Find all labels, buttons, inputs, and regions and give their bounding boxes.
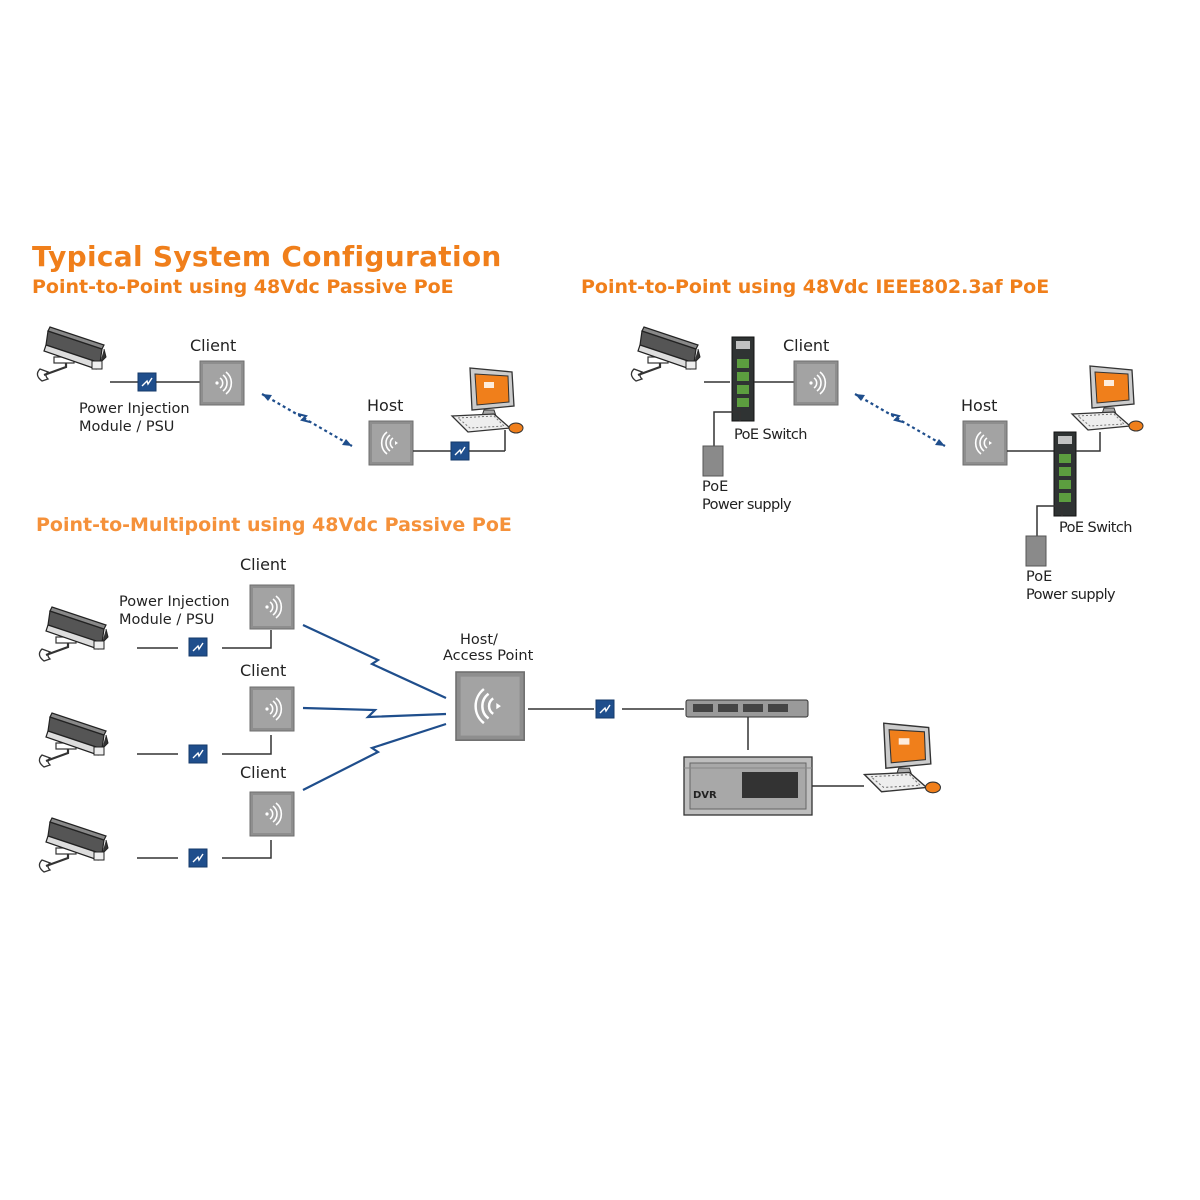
- power-injection-module-icon: [137, 372, 157, 392]
- injector-label-line2: Module / PSU: [79, 419, 175, 435]
- client-label: Client: [190, 336, 237, 355]
- host-radio-icon: [368, 420, 414, 466]
- ip-camera-icon: [38, 816, 110, 874]
- ip-camera-icon: [36, 325, 108, 383]
- poe-switch-label-host: PoE Switch: [1059, 520, 1132, 536]
- host-label: Host: [961, 396, 998, 415]
- host-label: Host: [367, 396, 404, 415]
- poe-power-supply-icon: [702, 445, 724, 477]
- ip-camera-icon: [38, 605, 110, 663]
- ip-camera-icon: [38, 711, 110, 769]
- poe-psu-label-client-line1: PoE: [702, 479, 729, 495]
- injector-label-line1: Power Injection: [79, 401, 190, 417]
- power-injection-module-icon: [188, 637, 208, 657]
- ip-camera-icon: [630, 325, 702, 383]
- client-radio-icon: [199, 360, 245, 406]
- client-radio-icon: [249, 791, 295, 837]
- poe-psu-label-host-line2: Power supply: [1026, 587, 1116, 603]
- wireless-link-icon: [302, 624, 447, 699]
- client-label-1: Client: [240, 555, 287, 574]
- p2p-af-diagram: [630, 325, 1144, 567]
- power-injection-module-icon: [450, 441, 470, 461]
- power-injection-module-icon: [595, 699, 615, 719]
- client-radio-icon: [249, 686, 295, 732]
- access-point-radio-icon: [454, 670, 526, 742]
- section-title-p2mp: Point-to-Multipoint using 48Vdc Passive …: [36, 514, 512, 536]
- wireless-link-icon: [854, 393, 946, 447]
- page-title: Typical System Configuration: [32, 240, 502, 273]
- section-title-p2p-passive: Point-to-Point using 48Vdc Passive PoE: [32, 276, 454, 298]
- dvr-label: DVR: [693, 790, 717, 801]
- network-switch-icon: [685, 699, 809, 718]
- poe-psu-label-client-line2: Power supply: [702, 497, 792, 513]
- wireless-link-icon: [302, 722, 447, 791]
- injector-label-line2: Module / PSU: [119, 612, 215, 628]
- client-radio-icon: [793, 360, 839, 406]
- injector-label-line1: Power Injection: [119, 594, 230, 610]
- dvr-icon: [683, 756, 813, 816]
- p2p-passive-diagram: [36, 325, 524, 466]
- client-label-2: Client: [240, 661, 287, 680]
- computer-icon: [1071, 365, 1144, 432]
- poe-switch-label-client: PoE Switch: [734, 427, 807, 443]
- wireless-link-icon: [261, 393, 353, 447]
- computer-icon: [863, 722, 942, 794]
- poe-switch-icon: [1053, 431, 1077, 517]
- poe-switch-icon: [731, 336, 755, 422]
- power-injection-module-icon: [188, 744, 208, 764]
- poe-power-supply-icon: [1025, 535, 1047, 567]
- client-label-3: Client: [240, 763, 287, 782]
- power-injection-module-icon: [188, 848, 208, 868]
- client-radio-icon: [249, 584, 295, 630]
- p2mp-diagram: DVR: [38, 584, 942, 874]
- wireless-link-icon: [302, 706, 447, 719]
- poe-psu-label-host-line1: PoE: [1026, 569, 1053, 585]
- section-title-p2p-af: Point-to-Point using 48Vdc IEEE802.3af P…: [581, 276, 1050, 298]
- host-label-line1: Host/: [460, 632, 498, 648]
- client-label: Client: [783, 336, 830, 355]
- computer-icon: [451, 367, 524, 434]
- host-radio-icon: [962, 420, 1008, 466]
- host-label-line2: Access Point: [443, 648, 534, 664]
